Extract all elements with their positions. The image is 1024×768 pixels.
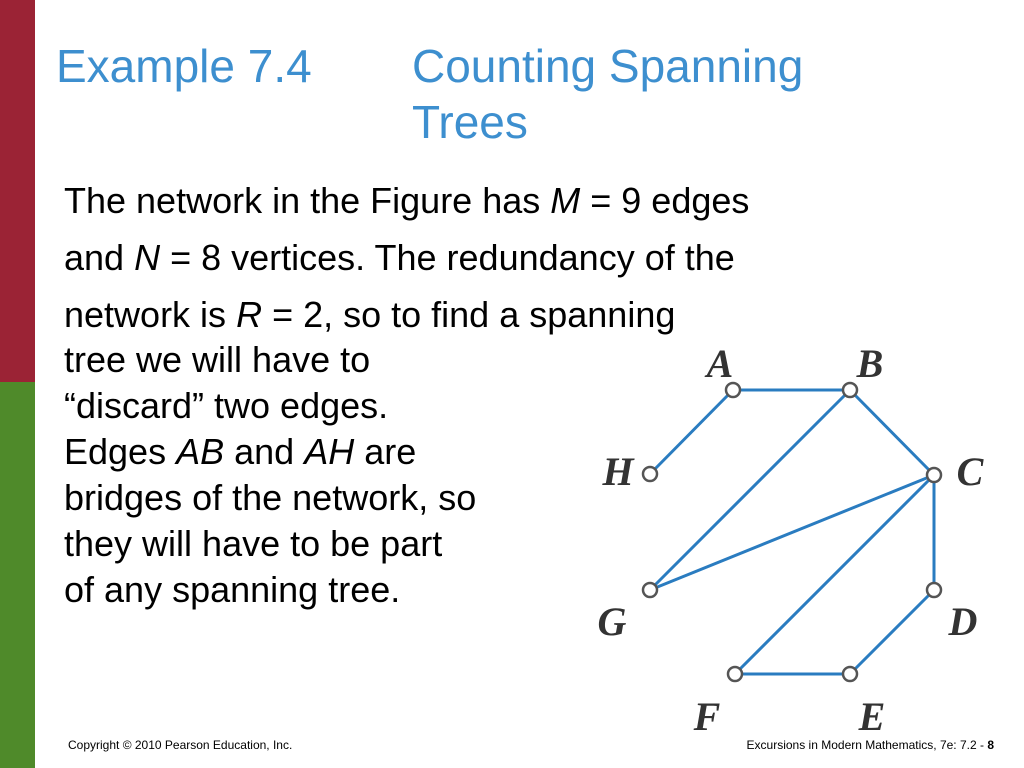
- footer-book-title: Excursions in Modern Mathematics, 7e: 7.…: [746, 738, 988, 752]
- edge-de: [848, 588, 936, 676]
- body-line-8: they will have to be part: [64, 523, 443, 564]
- body-line-9: of any spanning tree.: [64, 569, 401, 610]
- vertex-g: [641, 581, 659, 599]
- var-r: R: [236, 294, 263, 335]
- edge-fc: [733, 473, 936, 676]
- edge-bc: [848, 388, 936, 477]
- vertex-b: [841, 381, 859, 399]
- vertex-label-c: C: [957, 449, 985, 494]
- text: = 9 edges: [580, 180, 750, 221]
- vertex-d: [925, 581, 943, 599]
- title-heading-line2: Trees: [412, 96, 528, 148]
- edge-ah: [648, 388, 735, 476]
- text: and: [224, 431, 305, 472]
- vertex-a: [724, 381, 742, 399]
- text: Edges: [64, 431, 177, 472]
- vertex-e: [841, 665, 859, 683]
- var-ah: AH: [304, 431, 355, 472]
- body-line-4: tree we will have to: [64, 339, 371, 380]
- side-bar-red: [0, 0, 35, 382]
- vertex-h: [641, 465, 659, 483]
- vertex-label-f: F: [693, 694, 721, 738]
- network-figure: A B C D E F G H: [580, 328, 1000, 739]
- network-graph: A B C D E F G H: [598, 341, 985, 739]
- vertex-label-d: D: [948, 599, 978, 644]
- vertex-label-a: A: [704, 341, 734, 386]
- vertex-label-e: E: [858, 694, 886, 738]
- body-line-3: network is R = 2, so to find a spanning: [64, 286, 964, 343]
- body-line-6: Edges AB and AH are: [64, 429, 604, 475]
- title-label: Example 7.4: [56, 40, 312, 92]
- side-bar-green: [0, 382, 35, 768]
- text: network is: [64, 294, 237, 335]
- body-line-7: bridges of the network, so: [64, 477, 477, 518]
- var-ab: AB: [176, 431, 225, 472]
- body-paragraph-top: The network in the Figure has M = 9 edge…: [64, 172, 964, 343]
- body-line-1: The network in the Figure has M = 9 edge…: [64, 172, 964, 229]
- vertex-label-h: H: [601, 449, 635, 494]
- text: and: [64, 237, 135, 278]
- vertex-label-b: B: [856, 341, 884, 386]
- edge-cg: [649, 473, 935, 592]
- body-line-2: and N = 8 vertices. The redundancy of th…: [64, 229, 964, 286]
- text: are: [354, 431, 417, 472]
- edge-gb: [648, 388, 852, 592]
- text: The network in the Figure has: [64, 180, 551, 221]
- vertex-label-g: G: [598, 599, 627, 644]
- footer-book: Excursions in Modern Mathematics, 7e: 7.…: [747, 738, 994, 752]
- text: = 2, so to find a spanning: [262, 294, 676, 335]
- footer-page-number: 8: [987, 738, 994, 752]
- var-n: N: [134, 237, 161, 278]
- vertex-f: [726, 665, 744, 683]
- var-m: M: [550, 180, 581, 221]
- title-heading: Counting Spanning Trees: [412, 38, 912, 150]
- footer-copyright: Copyright © 2010 Pearson Education, Inc.: [68, 738, 293, 752]
- vertex-c: [925, 466, 943, 484]
- body-line-5: “discard” two edges.: [64, 385, 389, 426]
- body-paragraph-bottom: tree we will have to “discard” two edges…: [64, 337, 604, 613]
- title-heading-line1: Counting Spanning: [412, 40, 804, 92]
- text: = 8 vertices. The redundancy of the: [160, 237, 735, 278]
